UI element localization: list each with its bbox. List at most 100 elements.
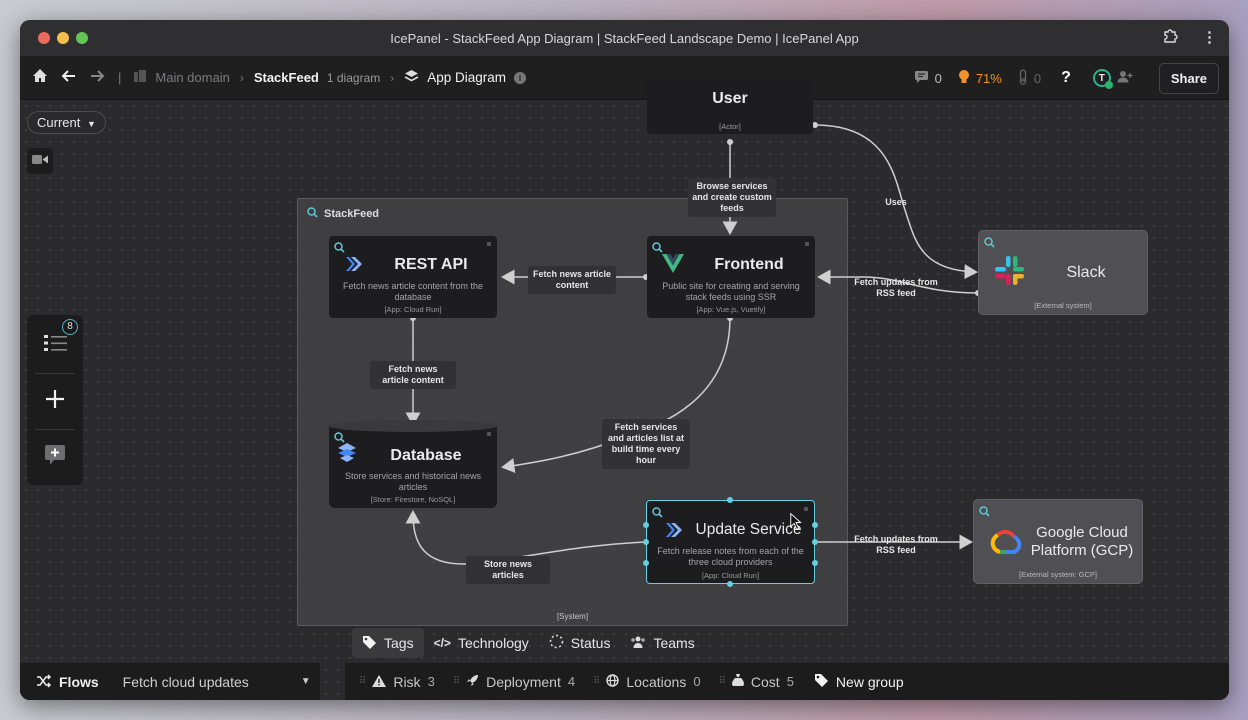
- more-menu-icon[interactable]: ⋮: [1202, 29, 1217, 46]
- add-comment-button[interactable]: [27, 431, 83, 483]
- breadcrumb-chevron-icon: ›: [239, 70, 244, 85]
- model-objects-button[interactable]: 8: [27, 315, 83, 371]
- edge-label-frontend-database[interactable]: Fetch services and articles list at buil…: [602, 419, 690, 469]
- new-group-button[interactable]: New group: [814, 673, 904, 690]
- zoom-in-icon[interactable]: [979, 504, 990, 522]
- forward-arrow-icon[interactable]: [90, 69, 105, 87]
- cloud-run-icon: [666, 523, 683, 542]
- warning-icon: [372, 674, 387, 690]
- drag-handle-icon[interactable]: ⠿: [593, 676, 600, 687]
- node-database[interactable]: Database Store services and historical n…: [329, 420, 497, 508]
- edge-label-rest-database[interactable]: Fetch news article content: [370, 361, 456, 389]
- node-slack[interactable]: Slack [External system]: [978, 230, 1148, 315]
- tab-technology[interactable]: </> Technology: [424, 628, 539, 658]
- zoom-in-icon[interactable]: [334, 240, 345, 258]
- tag-group-cost[interactable]: ⠿ Cost 5: [719, 673, 794, 690]
- tab-tags[interactable]: Tags: [352, 628, 424, 658]
- breadcrumb-system[interactable]: StackFeed: [253, 70, 319, 85]
- domain-icon: [133, 69, 147, 86]
- tab-tags-label: Tags: [384, 635, 414, 651]
- flows-bar: Flows Fetch cloud updates ▼: [20, 663, 320, 700]
- user-avatar[interactable]: T: [1092, 69, 1113, 89]
- edge-label-update-gcp[interactable]: Fetch updates from RSS feed: [854, 534, 938, 555]
- record-button[interactable]: [27, 148, 53, 174]
- insights-button[interactable]: 71%: [958, 69, 1002, 88]
- breadcrumb-diagram[interactable]: App Diagram: [427, 70, 507, 85]
- resize-handle[interactable]: [812, 560, 818, 566]
- tag-groups-bar: ⠿ Risk 3 ⠿ Deployment 4 ⠿ Locations 0 ⠿ …: [345, 663, 1229, 700]
- comments-count: 0: [934, 70, 942, 86]
- close-window-button[interactable]: [38, 32, 50, 44]
- add-object-button[interactable]: [27, 375, 83, 427]
- resize-handle[interactable]: [727, 497, 733, 503]
- flow-selector[interactable]: Fetch cloud updates ▼: [123, 674, 311, 690]
- node-gcp-name: Google Cloud Platform (GCP): [1030, 524, 1134, 559]
- resize-handle[interactable]: [643, 560, 649, 566]
- resize-handle[interactable]: [643, 522, 649, 528]
- info-icon[interactable]: i: [514, 71, 527, 84]
- resize-handle[interactable]: [812, 539, 818, 545]
- edge-label-slack-frontend[interactable]: Fetch updates from RSS feed: [854, 277, 938, 298]
- zoom-in-icon[interactable]: [652, 505, 663, 523]
- node-rest-api[interactable]: REST API Fetch news article content from…: [329, 236, 497, 318]
- zoom-in-icon[interactable]: [984, 235, 995, 253]
- zoom-in-icon[interactable]: [652, 240, 663, 258]
- share-button[interactable]: Share: [1158, 62, 1219, 94]
- node-update-service[interactable]: Update Service Fetch release notes from …: [646, 500, 815, 584]
- back-arrow-icon[interactable]: [61, 69, 76, 87]
- tab-status-label: Status: [570, 635, 611, 651]
- maximize-window-button[interactable]: [76, 32, 88, 44]
- tag-group-cost-count: 5: [786, 674, 794, 689]
- edge-label-frontend-rest[interactable]: Fetch news article content: [528, 266, 616, 294]
- system-group-type: [System]: [556, 612, 589, 621]
- tab-teams[interactable]: Teams: [620, 628, 704, 658]
- tag-group-locations[interactable]: ⠿ Locations 0: [593, 674, 701, 690]
- help-button[interactable]: ?: [1061, 69, 1071, 86]
- tag-group-deployment[interactable]: ⠿ Deployment 4: [453, 674, 575, 690]
- tab-status[interactable]: Status: [539, 628, 621, 658]
- resize-handle[interactable]: [727, 581, 733, 587]
- comment-icon: [914, 70, 929, 87]
- caret-down-icon: ▼: [300, 676, 311, 687]
- breadcrumb-system-count[interactable]: 1 diagram: [326, 70, 381, 85]
- diagram-canvas[interactable]: Current ▼ 8: [20, 80, 1229, 700]
- objects-count-badge: 8: [62, 319, 78, 335]
- drafts-button[interactable]: 0: [1018, 68, 1041, 88]
- zoom-in-icon[interactable]: [307, 207, 318, 221]
- extensions-icon[interactable]: [1162, 28, 1178, 48]
- window-controls: [38, 32, 88, 44]
- node-user[interactable]: User [Actor]: [647, 80, 813, 134]
- edge-label-update-database[interactable]: Store news articles: [466, 556, 550, 584]
- edge-label-user-slack[interactable]: Uses: [885, 197, 907, 207]
- node-frontend[interactable]: Frontend Public site for creating and se…: [647, 236, 815, 318]
- status-icon: [549, 634, 564, 652]
- drag-handle-icon[interactable]: ⠿: [452, 676, 460, 687]
- resize-handle[interactable]: [643, 539, 649, 545]
- title-bar: IcePanel - StackFeed App Diagram | Stack…: [20, 20, 1229, 56]
- corner-marker: [804, 507, 808, 511]
- corner-marker: [805, 242, 809, 246]
- add-user-icon[interactable]: [1117, 70, 1133, 86]
- home-icon[interactable]: [32, 68, 48, 88]
- breadcrumb-domain[interactable]: Main domain: [155, 70, 230, 85]
- comments-button[interactable]: 0: [914, 70, 942, 87]
- drag-handle-icon[interactable]: ⠿: [718, 676, 726, 687]
- version-selector[interactable]: Current ▼: [27, 111, 106, 134]
- version-selector-label: Current: [37, 115, 81, 130]
- node-database-name: Database: [390, 447, 462, 464]
- corner-marker: [487, 242, 491, 246]
- money-bag-icon: [731, 673, 744, 690]
- minimize-window-button[interactable]: [57, 32, 69, 44]
- database-cylinder-top: [329, 420, 497, 432]
- tag-group-risk[interactable]: ⠿ Risk 3: [359, 674, 435, 690]
- shuffle-icon: [36, 673, 52, 690]
- zoom-in-icon[interactable]: [334, 430, 345, 448]
- drag-handle-icon[interactable]: ⠿: [359, 676, 366, 687]
- divider: [35, 373, 75, 374]
- edge-label-user-frontend[interactable]: Browse services and create custom feeds: [688, 178, 776, 217]
- globe-icon: [606, 673, 620, 690]
- node-gcp[interactable]: Google Cloud Platform (GCP) [External sy…: [973, 499, 1143, 584]
- node-frontend-type: [App: Vue.js, Vuetify]: [696, 305, 766, 314]
- insights-percent: 71%: [975, 70, 1002, 86]
- resize-handle[interactable]: [812, 522, 818, 528]
